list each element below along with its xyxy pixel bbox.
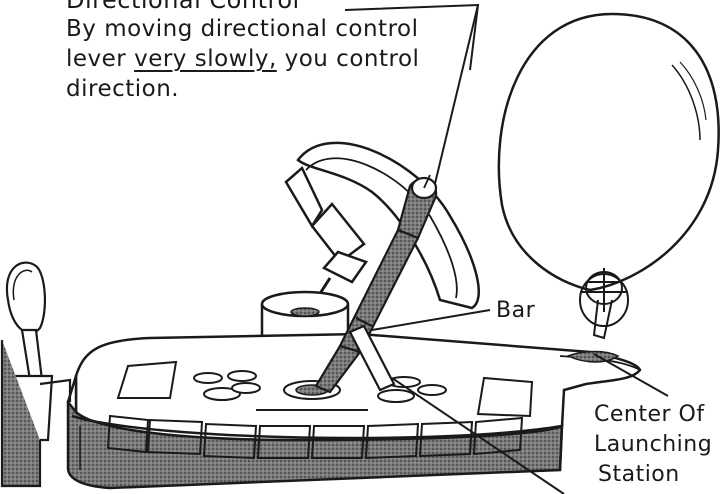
bar-label: Bar	[496, 298, 535, 323]
instruction-middle: you control	[285, 46, 420, 72]
left-side-lever	[2, 263, 70, 486]
instruction-line-2: lever very slowly, you control	[66, 46, 419, 72]
center-of-launching-station-label: Center Of Launching Station	[594, 400, 712, 490]
balloon	[499, 14, 719, 290]
instruction-line-3: direction.	[66, 76, 179, 102]
center-label-line-1: Center Of	[594, 400, 712, 430]
instruction-end: direction.	[66, 76, 179, 102]
center-label-line-3: Station	[594, 460, 712, 490]
instruction-line-1: By moving directional control	[66, 16, 418, 42]
instruction-prefix: By moving directional control	[66, 16, 418, 42]
directional-control-heading-clip: Directional Control	[66, 0, 496, 16]
center-label-line-2: Launching	[594, 430, 712, 460]
instruction-lever: lever	[66, 46, 126, 72]
directional-control-heading: Directional Control	[66, 0, 300, 14]
balloon-nozzle	[580, 268, 628, 338]
instruction-emphasis: very slowly,	[134, 46, 277, 72]
